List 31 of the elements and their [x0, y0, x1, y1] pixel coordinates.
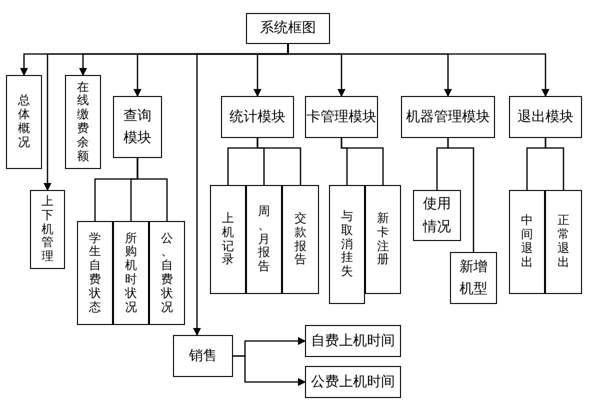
arrow [287, 44, 550, 97]
connector-line [340, 138, 384, 185]
module-box: 公、自费状况 [149, 221, 185, 325]
module-box: 周、月报告 [246, 185, 282, 294]
module-box: 所购机时状况 [113, 221, 149, 325]
module-box: 新卡注册 [365, 185, 401, 294]
module-box: 上下机管理 [30, 190, 65, 269]
module-box: 上机记录 [210, 185, 246, 294]
module-box: 机器管理模块 [401, 96, 495, 138]
module-box: 交款报告 [282, 185, 319, 294]
module-box: 正常退出 [545, 190, 582, 294]
connector-line [544, 138, 564, 190]
connector-line [447, 138, 474, 252]
module-box: 与取消挂失 [329, 185, 365, 304]
module-box: 卡管理模块 [305, 96, 378, 138]
connector-line [256, 138, 302, 185]
arrow [233, 355, 306, 386]
module-box: 使用情况 [413, 190, 461, 241]
module-box: 销售 [173, 335, 233, 377]
module-box: 公费上机时间 [305, 366, 401, 398]
module-box: 学生自费状态 [77, 221, 113, 325]
module-box: 在线缴费余额 [65, 75, 101, 169]
module-box: 查询模块 [113, 96, 162, 158]
module-box: 总体概况 [6, 75, 42, 169]
module-box: 统计模块 [221, 96, 294, 138]
module-box: 新增机型 [450, 252, 497, 304]
module-box: 中间退出 [509, 190, 545, 294]
connector-line [136, 158, 168, 221]
root-box: 系统框图 [246, 13, 330, 44]
module-box: 退出模块 [509, 96, 582, 138]
module-box: 自费上机时间 [305, 325, 401, 357]
